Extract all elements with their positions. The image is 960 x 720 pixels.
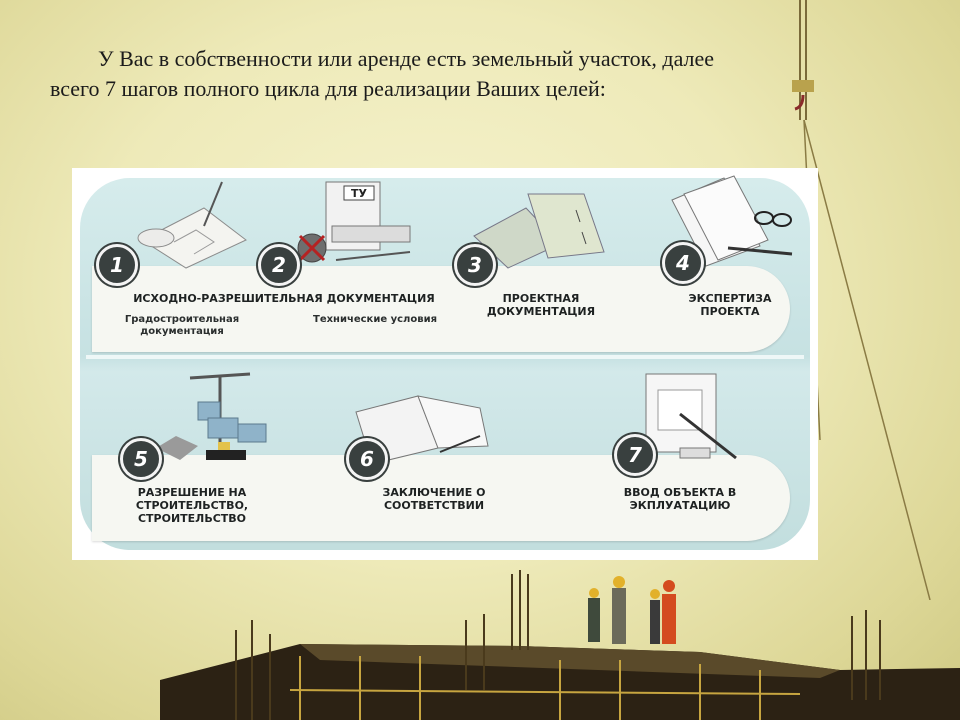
label-project-docs: ПРОЕКТНАЯ ДОКУМЕНТАЦИЯ (486, 292, 596, 318)
step-badge-1: 1 (96, 244, 138, 286)
label-project-expertise: ЭКСПЕРТИЗА ПРОЕКТА (688, 292, 772, 318)
label-urban-planning-docs: Градостроительная документация (124, 314, 240, 337)
technical-conditions-illustration: ТУ (297, 181, 411, 263)
project-folders-illustration (473, 193, 605, 269)
blueprint-illustration (137, 181, 247, 269)
step-badge-2: 2 (258, 244, 300, 286)
bottom-label-band (92, 455, 790, 541)
step-badge-3: 3 (454, 244, 496, 286)
intro-line-2: всего 7 шагов полного цикла для реализац… (50, 76, 606, 101)
label-initial-permit-docs: ИСХОДНО-РАЗРЕШИТЕЛЬНАЯ ДОКУМЕНТАЦИЯ (133, 292, 435, 305)
intro-line-1: У Вас в собственности или аренде есть зе… (98, 46, 715, 71)
row-divider (86, 355, 804, 359)
step-badge-7: 7 (614, 434, 656, 476)
label-technical-conditions: Технические условия (313, 314, 437, 325)
construction-site-photo (160, 570, 960, 720)
process-diagram: ТУ 1 2 3 4 ИСХОДНО-РАЗРЕШИТЕЛЬНАЯ ДОКУМЕ… (72, 168, 818, 560)
step-badge-5: 5 (120, 438, 162, 480)
commissioning-frame-illustration (645, 373, 737, 460)
label-commissioning: ВВОД ОБЪЕКТА В ЭКПЛУАТАЦИЮ (623, 486, 737, 512)
label-construction-permit: РАЗРЕШЕНИЕ НА СТРОИТЕЛЬСТВО, СТРОИТЕЛЬСТ… (135, 486, 249, 525)
expertise-papers-illustration (671, 175, 793, 267)
intro-text: У Вас в собственности или аренде есть зе… (50, 44, 870, 104)
step-badge-4: 4 (662, 242, 704, 284)
label-compliance-conclusion: ЗАКЛЮЧЕНИЕ О СООТВЕТСТВИИ (382, 486, 486, 512)
tu-tag: ТУ (351, 187, 368, 200)
step-badge-6: 6 (346, 438, 388, 480)
construction-illustration (156, 372, 267, 460)
